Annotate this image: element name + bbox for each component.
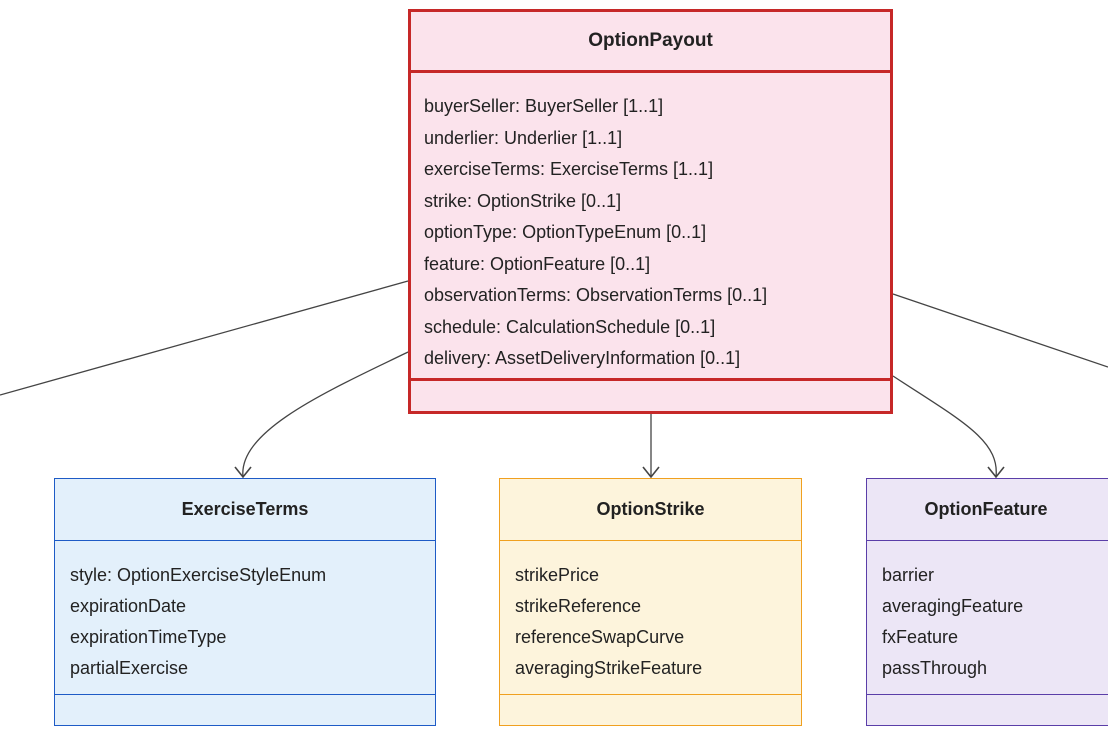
attribute-list: strikePrice strikeReference referenceSwa… xyxy=(500,541,801,695)
attribute: expirationDate xyxy=(70,596,187,616)
class-option-feature[interactable]: OptionFeature barrier averagingFeature f… xyxy=(866,478,1108,726)
attribute: strikeReference xyxy=(515,596,642,616)
class-title: OptionStrike xyxy=(500,479,801,541)
attribute: averagingStrikeFeature xyxy=(515,658,703,678)
attribute: partialExercise xyxy=(70,658,189,678)
arrowhead-strike xyxy=(642,466,660,479)
class-title: OptionFeature xyxy=(867,479,1108,541)
arrowhead-exercise xyxy=(234,466,252,479)
attribute: schedule: CalculationSchedule [0..1] xyxy=(424,316,716,337)
attribute: fxFeature xyxy=(882,627,959,647)
attribute: passThrough xyxy=(882,658,988,678)
class-exercise-terms[interactable]: ExerciseTerms style: OptionExerciseStyle… xyxy=(54,478,436,726)
class-option-strike[interactable]: OptionStrike strikePrice strikeReference… xyxy=(499,478,802,726)
attribute: exerciseTerms: ExerciseTerms [1..1] xyxy=(424,159,714,179)
edge-payout-feature xyxy=(892,375,997,478)
attribute: feature: OptionFeature [0..1] xyxy=(424,253,651,274)
edge-offscreen-right xyxy=(892,293,1108,368)
edge-offscreen-left xyxy=(0,280,409,396)
attribute-list: style: OptionExerciseStyleEnum expiratio… xyxy=(55,541,435,695)
attribute: delivery: AssetDeliveryInformation [0..1… xyxy=(424,348,741,368)
attribute: referenceSwapCurve xyxy=(515,627,685,647)
attribute: strike: OptionStrike [0..1] xyxy=(424,190,622,211)
arrowhead-feature xyxy=(987,466,1005,479)
attribute: averagingFeature xyxy=(882,596,1024,616)
attribute: strikePrice xyxy=(515,565,600,585)
attribute: buyerSeller: BuyerSeller [1..1] xyxy=(424,96,664,116)
attribute: optionType: OptionTypeEnum [0..1] xyxy=(424,222,707,242)
attribute-list: barrier averagingFeature fxFeature passT… xyxy=(867,541,1108,695)
class-option-payout[interactable]: OptionPayout buyerSeller: BuyerSeller [1… xyxy=(408,9,893,414)
attribute: observationTerms: ObservationTerms [0..1… xyxy=(424,285,768,305)
attribute-list: buyerSeller: BuyerSeller [1..1] underlie… xyxy=(411,73,890,381)
class-title: OptionPayout xyxy=(411,12,890,73)
edge-payout-exercise xyxy=(242,351,409,478)
class-title: ExerciseTerms xyxy=(55,479,435,541)
attribute: underlier: Underlier [1..1] xyxy=(424,127,623,148)
attribute: expirationTimeType xyxy=(70,627,227,647)
attribute: barrier xyxy=(882,565,935,585)
attribute: style: OptionExerciseStyleEnum xyxy=(70,565,327,585)
